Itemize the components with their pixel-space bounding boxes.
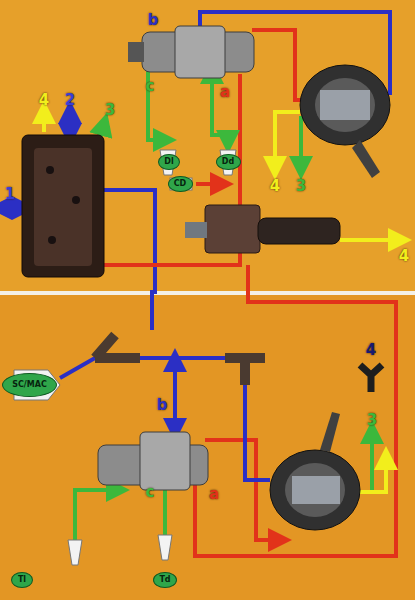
callout-number: c [146,79,155,94]
node-text: CD [174,180,187,188]
callout-number: 4 [270,179,280,194]
callout-number: 3 [105,103,115,118]
callout-number: 4 [39,93,49,108]
callout-number: 3 [296,179,306,194]
node-text: Td [159,576,170,584]
callout-number: 4 [366,343,376,358]
node-text: Tl [18,576,26,584]
node-text: Dd [222,158,234,166]
callout-number: 3 [367,413,377,428]
node-text: Dl [164,158,173,166]
callout-number: b [148,13,159,28]
callout-number: 2 [65,93,75,108]
sensor-oval: Dd [216,154,241,170]
sensor-oval: Tl [11,572,33,588]
node-text: SC/MAC [12,381,47,389]
sensor-oval: Dl [158,154,180,170]
sensor-oval: Td [153,572,177,588]
sensor-oval: SC/MAC [2,373,57,397]
callout-number: 1 [5,187,15,202]
callout-number: a [220,85,230,100]
callout-number: b [157,398,168,413]
callout-number: 4 [399,249,409,264]
sensor-oval: CD [168,176,193,192]
callout-number: a [209,487,219,502]
callout-number: c [146,485,155,500]
